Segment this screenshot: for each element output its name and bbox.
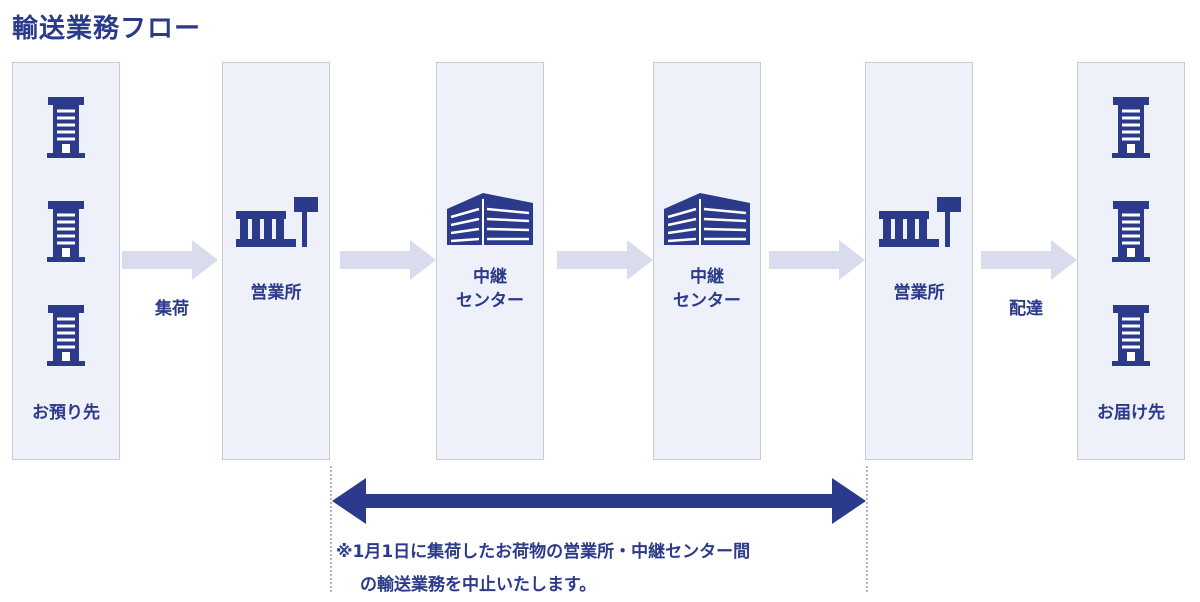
note-line-1: ※1月1日に集荷したお荷物の営業所・中継センター間 xyxy=(336,542,751,562)
office-building-icon xyxy=(47,305,87,367)
node-destination: お届け先 xyxy=(1077,62,1185,460)
flow-arrow xyxy=(557,240,653,280)
node-label: 営業所 xyxy=(893,283,945,303)
range-guide-right xyxy=(866,466,868,592)
suspension-note: ※1月1日に集荷したお荷物の営業所・中継センター間 の輸送業務を中止いたします。 xyxy=(336,536,750,602)
flow-arrow xyxy=(981,240,1077,280)
office-building-icon xyxy=(47,201,87,263)
warehouse-icon xyxy=(662,191,752,247)
flow-arrow xyxy=(122,240,218,280)
business-office-icon xyxy=(236,197,318,247)
node-office-delivery: 営業所 xyxy=(865,62,973,460)
warehouse-icon xyxy=(445,191,535,247)
node-office-pickup: 営業所 xyxy=(222,62,330,460)
range-guide-left xyxy=(330,466,332,592)
node-relay-center-1: 中継 センター xyxy=(436,62,544,460)
step-label-delivery: 配達 xyxy=(1009,299,1043,319)
node-label: お預り先 xyxy=(32,403,100,423)
office-building-icon xyxy=(1112,305,1152,367)
node-origin: お預り先 xyxy=(12,62,120,460)
node-label: お届け先 xyxy=(1097,403,1165,423)
flow-arrow xyxy=(769,240,865,280)
node-label: 営業所 xyxy=(250,283,302,303)
page-title: 輸送業務フロー xyxy=(12,14,202,44)
step-label-pickup: 集荷 xyxy=(155,299,189,319)
office-building-icon xyxy=(47,97,87,159)
office-building-icon xyxy=(1112,97,1152,159)
office-building-icon xyxy=(1112,201,1152,263)
node-label: 中継 センター xyxy=(673,267,741,311)
node-relay-center-2: 中継 センター xyxy=(653,62,761,460)
flow-arrow xyxy=(340,240,436,280)
note-line-2: の輸送業務を中止いたします。 xyxy=(360,575,597,595)
suspended-range-arrow xyxy=(332,478,866,524)
node-label: 中継 センター xyxy=(456,267,524,311)
business-office-icon xyxy=(879,197,961,247)
